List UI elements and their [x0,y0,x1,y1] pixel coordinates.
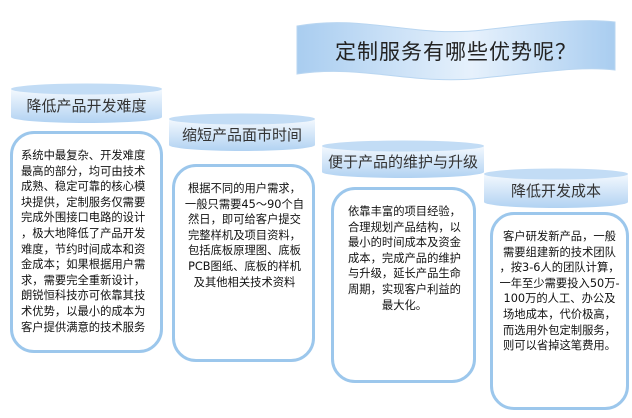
card-line: 合理规划产品结构，以 [348,220,461,234]
card-line: 最大化。 [381,298,428,312]
card-maintenance-upgrade: 依靠丰富的项目经验， 合理规划产品结构，以 最小的时间成本及资金 成本，完成产品… [331,187,476,383]
card-line: 最小的时间成本及资金 [348,236,461,250]
header-label: 降低产品开发难度 [26,97,147,115]
card-line: 然日，即可给客户提交 [188,213,301,227]
title-banner: 定制服务有哪些优势呢？ [293,16,619,82]
cylinder-shape [11,83,162,123]
card-line: ，极大地降低了产品开发 [21,226,146,240]
cylinder-shape [322,140,484,178]
card-line: 则可以省掉这笔费用。 [503,339,616,353]
card-line: 系统中最复杂、开发难度 [21,149,146,162]
card-line: 金成本；如果根据用户需 [21,258,146,272]
card-shorten-time: 根据不同的用户需求， 一般只需要45～90个自 然日，即可给客户提交 完整样机及… [172,164,315,362]
card-line: 客户提供满意的技术服务 [21,320,146,334]
card-line: ，按3-6人的团队计算， [499,261,620,275]
header-label: 缩短产品面市时间 [181,126,302,144]
card-line: 包括底板原理图、底板 [188,244,301,258]
card-line: 难度，节约时间成本和资 [21,242,146,256]
card-line: 一年至少需要投入50万- [499,276,620,290]
card-line: 与升级，延长产品生命 [348,267,461,281]
card-line: 而选用外包定制服务， [503,323,616,337]
card-line: PCB图纸、底板的样机 [188,259,301,273]
page-title: 定制服务有哪些优势呢？ [335,40,577,64]
card-line: 根据不同的用户需求， [188,182,301,195]
card-line: 完整样机及项目资料， [188,228,301,242]
card-line: 成熟、稳定可靠的核心模 [21,180,146,194]
card-line: 成本，完成产品的维护 [348,251,461,265]
card-line: 完成外围接口电路的设计 [21,211,146,225]
card-line: 周期，实现客户利益的 [348,282,461,296]
card-line: 朗锐恒科技亦可依靠其技 [21,289,146,303]
card-line: 依靠丰富的项目经验， [348,205,461,218]
card-line: 客户研发新产品，一般 [503,230,616,243]
cylinder-shape [169,113,315,151]
header-reduce-cost: 降低开发成本 [483,168,629,210]
wave-ribbon-shape [296,20,616,81]
card-line: 100万的人工、办公及 [503,292,616,306]
card-line: 块提供，定制服务仅需要 [21,195,146,209]
card-line: 求，需要完全重新设计， [21,273,146,287]
card-line: 及其他相关技术资料 [193,275,296,289]
card-line: 需要组建新的技术团队 [503,245,616,259]
card-reduce-difficulty: 系统中最复杂、开发难度 最高的部分，均可由技术 成熟、稳定可靠的核心模 块提供，… [10,131,163,353]
header-shorten-time: 缩短产品面市时间 [168,113,316,153]
cylinder-shape [484,168,628,208]
card-line: 场地成本，代价极高， [503,307,616,321]
header-maintenance-upgrade: 便于产品的维护与升级 [321,140,485,180]
card-line: 最高的部分，均可由技术 [21,164,146,178]
header-reduce-difficulty: 降低产品开发难度 [10,83,163,125]
card-line: 一般只需要45～90个自 [184,197,305,211]
card-reduce-cost: 客户研发新产品，一般 需要组建新的技术团队 ，按3-6人的团队计算， 一年至少需… [490,212,629,410]
card-line: 术优势，以最小的成本为 [21,304,146,318]
header-label: 便于产品的维护与升级 [327,153,478,171]
header-label: 降低开发成本 [510,182,601,200]
